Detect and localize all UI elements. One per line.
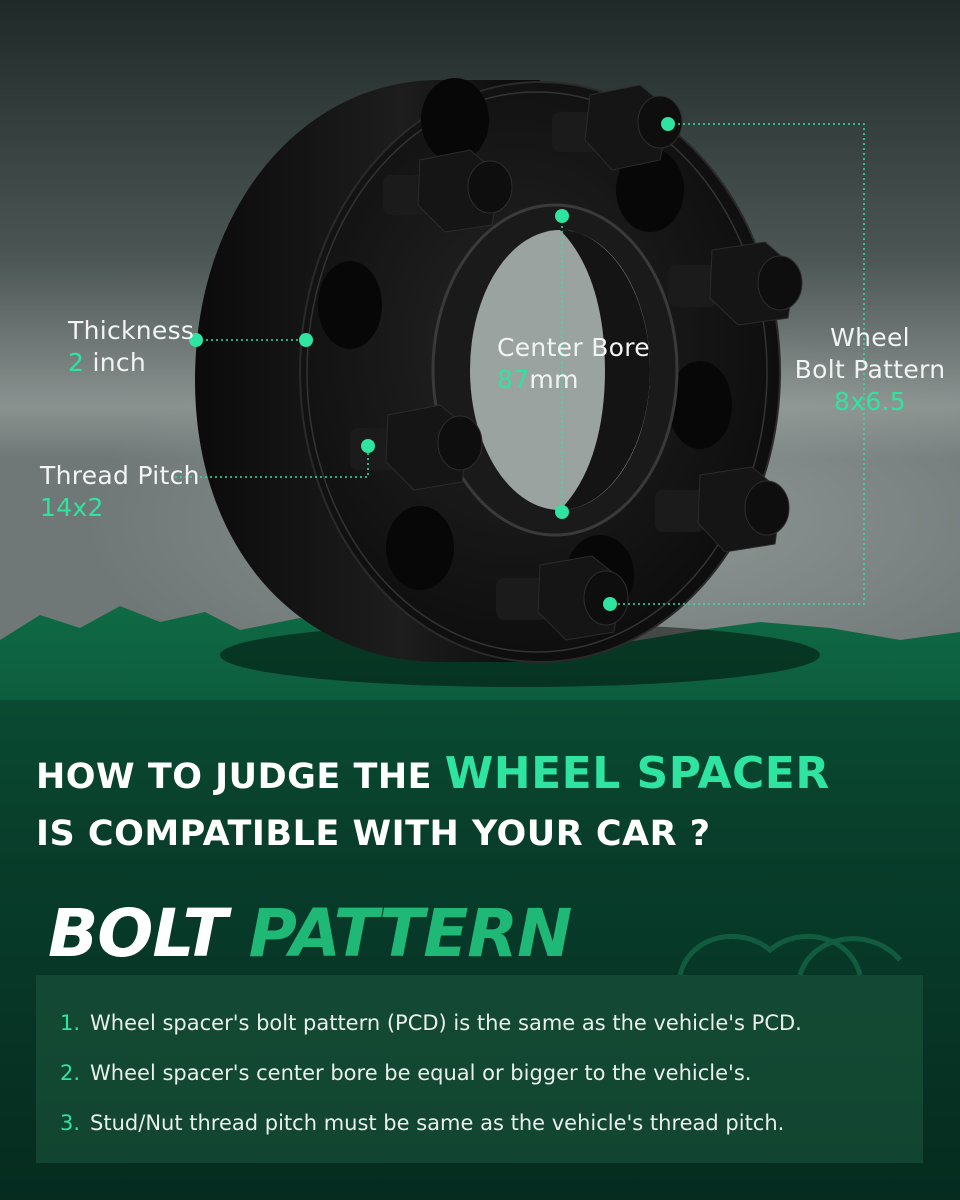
thickness-unit: inch [84,348,147,377]
studs [350,84,803,641]
thickness-value: 2 [68,348,85,377]
bolt-pattern-callout: Wheel Bolt Pattern 8x6.5 [780,322,960,418]
headline-line1-start: HOW TO JUDGE THE [36,757,445,797]
bolt-holes [318,78,732,615]
rule-number: 3. [60,1111,81,1135]
center-bore-unit: mm [529,365,579,394]
thread-pitch-callout: Thread Pitch 14x2 [40,460,200,524]
headline-line1: HOW TO JUDGE THE WHEEL SPACER [36,748,830,799]
rule-item: 2. Wheel spacer's center bore be equal or… [60,1061,751,1085]
rule-number: 1. [60,1011,81,1035]
spacer-face-ridge [306,91,768,653]
rule-item: 1. Wheel spacer's bolt pattern (PCD) is t… [60,1011,802,1035]
center-bore-label: Center Bore [497,333,650,362]
thread-pitch-value: 14x2 [40,493,104,522]
center-bore-value: 87 [497,365,530,394]
thickness-value-line: 2 inch [68,347,194,379]
callout-lines [175,123,865,605]
rule-text: Stud/Nut thread pitch must be same as th… [90,1111,785,1135]
section-title: BOLT PATTERN [48,895,573,972]
section-title-white: BOLT [48,895,228,972]
thread-pitch-label: Thread Pitch [40,461,200,490]
headline-highlight: WHEEL SPACER [444,748,830,799]
rule-text: Wheel spacer's center bore be equal or b… [90,1061,752,1085]
rules-panel: 1. Wheel spacer's bolt pattern (PCD) is t… [36,975,923,1163]
center-bore-value-line: 87mm [497,364,650,396]
section-title-green: PATTERN [248,895,573,972]
bolt-pattern-label-line1: Wheel [830,323,910,352]
bolt-pattern-value: 8x6.5 [834,387,906,416]
rule-number: 2. [60,1061,81,1085]
center-bore-callout: Center Bore 87mm [497,332,650,396]
headline-line2: IS COMPATIBLE WITH YOUR CAR ? [36,814,711,854]
rule-item: 3. Stud/Nut thread pitch must be same as … [60,1111,784,1135]
callout-dots [189,117,675,611]
thickness-label: Thickness [68,316,195,345]
rule-text: Wheel spacer's bolt pattern (PCD) is the… [90,1011,802,1035]
decorative-bolt-outline-icon [677,933,902,976]
thickness-callout: Thickness 2 inch [68,315,194,379]
center-bore-inner-wall [560,230,650,510]
bolt-pattern-label-line2: Bolt Pattern [794,355,946,384]
